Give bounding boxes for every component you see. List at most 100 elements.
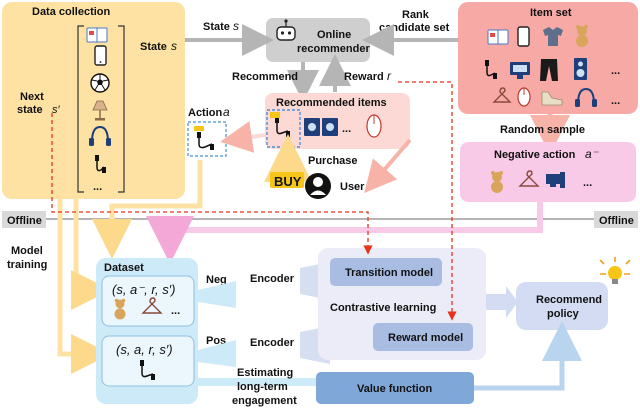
online-recommender-line1: Online: [317, 29, 351, 41]
user-label: User: [340, 181, 365, 193]
cable-icon: [140, 360, 155, 380]
model-training-1: Model: [11, 245, 43, 257]
buy-text: BUY: [274, 174, 302, 189]
light-bulb-icon: [599, 257, 631, 284]
data-collection-title: Data collection: [32, 6, 111, 18]
next-state-label: Next: [20, 91, 44, 103]
dashed-reward-to-reward-model: [398, 81, 457, 321]
action-box: [187, 121, 227, 157]
offline-left-label: Offline: [7, 215, 42, 227]
next-state-label-2: state: [17, 104, 43, 116]
pants-icon: [540, 59, 558, 81]
cable-icon: [485, 60, 497, 79]
user-icon: [305, 173, 331, 199]
headphones-icon: [89, 125, 111, 146]
lamp-icon: [92, 100, 108, 121]
flow-action: [92, 160, 203, 259]
estimating-line1: Estimating: [237, 367, 293, 379]
purchase-label: Purchase: [308, 155, 358, 167]
mouse-icon: [517, 87, 531, 107]
state-top-label: State: [203, 21, 230, 33]
item-set-ellipsis-2: ...: [611, 95, 620, 107]
arrow-contrastive-to-policy: [486, 286, 518, 318]
dataset-title: Dataset: [104, 262, 144, 274]
teddy-bear-icon: [491, 171, 503, 193]
hanger-icon: [141, 297, 163, 314]
rank-label-1: Rank: [402, 9, 430, 21]
cable-icon: [194, 126, 214, 150]
soccer-ball-icon: [90, 73, 110, 93]
monitor-icon: [510, 62, 530, 79]
monitor-icon: [546, 172, 565, 188]
random-sample-label: Random sample: [500, 124, 585, 136]
cable-icon: [95, 155, 106, 173]
item-set-title: Item set: [530, 7, 572, 19]
item-set-ellipsis-1: ...: [611, 65, 620, 77]
negative-action-label: Negative action: [494, 149, 576, 161]
recommend-policy-line2: policy: [547, 308, 580, 320]
offline-right-tag: [594, 211, 638, 228]
speaker-icon: [322, 118, 338, 136]
arrow-neg-to-encoder: [198, 281, 236, 308]
flow-state: [71, 199, 111, 310]
state-left-label: State: [140, 41, 167, 53]
robot-icon: [276, 19, 296, 41]
arrow-to-user: [364, 138, 412, 194]
headphones-icon: [575, 87, 597, 107]
book-icon: [86, 27, 108, 43]
speaker-icon: [574, 58, 587, 80]
neg-label: Neg: [206, 274, 227, 286]
reward-label: Reward: [344, 71, 384, 83]
flow-negative: [146, 202, 543, 264]
recommended-items-title: Recommended items: [276, 97, 387, 109]
arrow-value-to-policy: [474, 321, 582, 391]
reward-model-label: Reward model: [388, 332, 463, 344]
hanger-icon: [518, 170, 540, 187]
model-training-2: training: [7, 259, 47, 271]
reward-model-box: [373, 323, 473, 351]
data-collection-panel: [2, 2, 185, 199]
shoe-icon: [541, 91, 563, 106]
item-list-bracket: [77, 25, 125, 193]
offline-right-label: Offline: [599, 215, 634, 227]
shirt-icon: [543, 27, 563, 46]
state-top-symbol: s: [233, 19, 239, 33]
offline-left-tag: [2, 211, 46, 228]
flow-next-state: [57, 199, 111, 374]
recommend-label: Recommend: [232, 71, 298, 83]
contrastive-learning-label: Contrastive learning: [330, 302, 436, 314]
speaker-icon: [304, 118, 320, 136]
transition-model-label: Transition model: [345, 267, 433, 279]
recommend-policy-box: [516, 282, 608, 330]
transition-model-box: [330, 258, 442, 286]
pos-tuple-card: [101, 335, 195, 387]
recommend-policy-line1: Recommend: [536, 294, 602, 306]
arrow-recommended-to-action: [220, 121, 266, 153]
negative-ellipsis: ...: [583, 177, 592, 189]
teddy-bear-icon: [114, 298, 126, 320]
neg-tuple: (s, a⁻, r, s′): [112, 282, 175, 297]
negative-action-box: [460, 142, 636, 202]
next-state-symbol: s′: [52, 104, 61, 116]
buy-button-icon: [270, 172, 304, 188]
online-recommender-line2: recommender: [297, 43, 370, 55]
estimating-line3: engagement: [232, 395, 297, 407]
item-list-ellipsis: ...: [93, 181, 102, 193]
negative-action-symbol: a⁻: [585, 147, 600, 161]
action-label: Action: [188, 107, 223, 119]
phone-icon: [517, 26, 530, 47]
book-icon: [487, 29, 509, 45]
teddy-bear-icon: [576, 25, 588, 47]
phone-icon: [94, 45, 107, 66]
estimating-line2: long-term: [237, 381, 288, 393]
dashed-next-state-to-transition: [51, 113, 373, 255]
hanger-icon: [492, 87, 512, 103]
encoder-bottom: Encoder: [250, 337, 295, 349]
value-function-box: [316, 372, 474, 404]
arrow-to-value-function: [198, 378, 316, 386]
neg-tuple-ellipsis: ...: [171, 305, 180, 317]
state-left-symbol: s: [171, 39, 177, 53]
reward-symbol: r: [387, 69, 392, 83]
